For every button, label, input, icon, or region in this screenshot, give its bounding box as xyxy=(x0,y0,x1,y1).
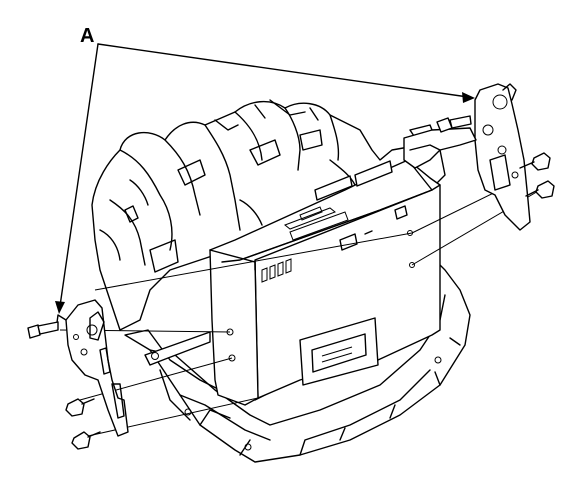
right-bolts xyxy=(436,115,555,199)
bolt-right-middle xyxy=(519,152,551,171)
support-rail xyxy=(144,331,211,366)
leader-lines xyxy=(55,43,475,314)
bolt-left-middle xyxy=(65,398,95,417)
left-bolts xyxy=(27,321,101,450)
callout-label-a: A xyxy=(80,25,94,47)
bolt-left-lower xyxy=(71,431,101,450)
dashboard-housing xyxy=(91,99,446,331)
audio-unit xyxy=(209,159,441,406)
left-bracket xyxy=(55,299,129,437)
bolt-left-upper xyxy=(27,321,59,339)
bolt-right-lower xyxy=(525,180,555,199)
bolt-right-upper xyxy=(436,115,472,133)
